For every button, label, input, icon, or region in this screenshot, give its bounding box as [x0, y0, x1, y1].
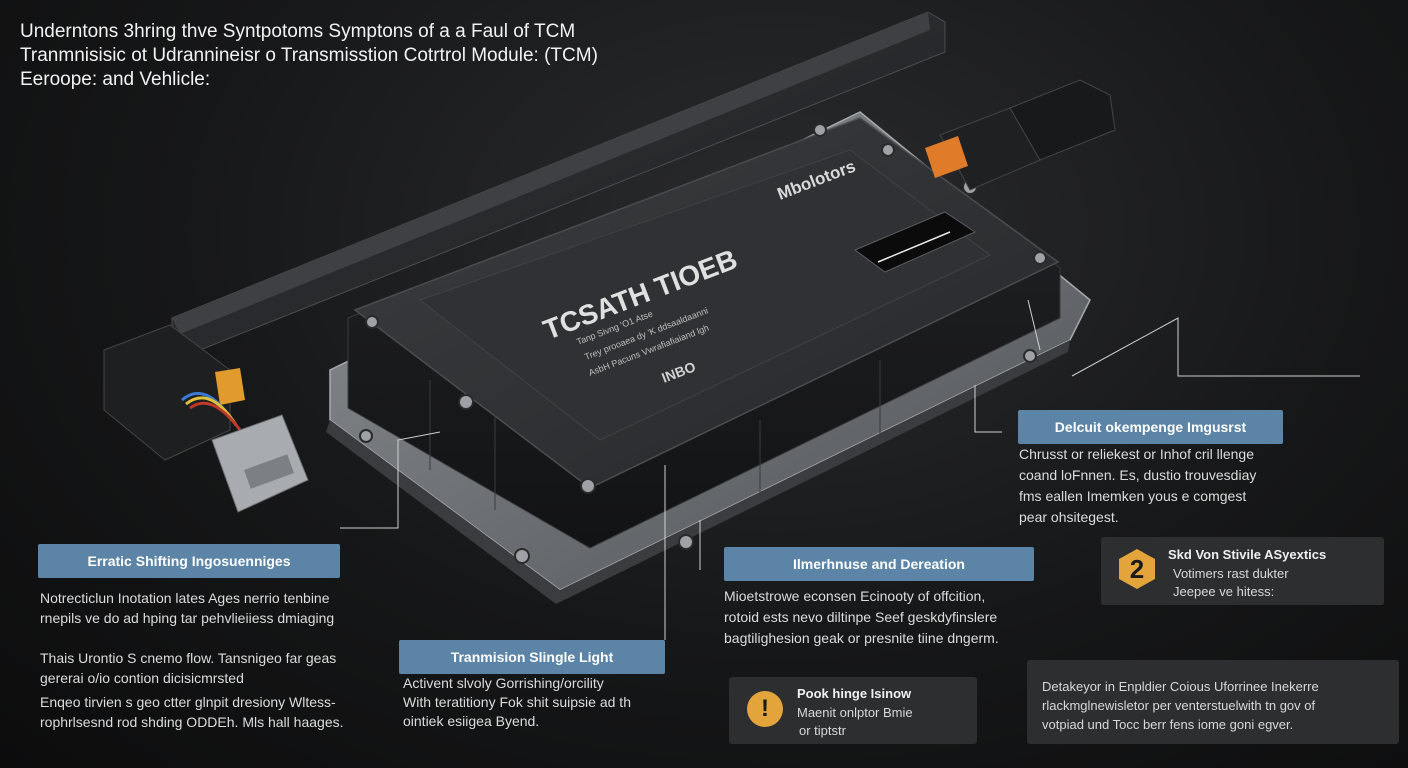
left-connector — [103, 324, 309, 513]
detail-line-3: votpiad und Tocc berr fens iome goni egv… — [1042, 717, 1294, 732]
right-connector — [925, 79, 1116, 191]
erratic-p3-line-2: rophrlsesnd rod shding ODDEh. Mls hall h… — [40, 714, 344, 730]
number-badge-icon — [1119, 549, 1155, 589]
default-line-4: pear ohsitegest. — [1019, 509, 1119, 525]
erratic-p1-line-1: Notrecticlun Inotation lates Ages nerrio… — [40, 590, 330, 606]
erratic-paragraph-2: Thais Urontio S cnemo flow. Tansnigeo fa… — [40, 648, 336, 688]
detail-line-2: rlackmglnewisletor per venterstuelwith t… — [1042, 698, 1316, 713]
erratic-p2-line-1: Thais Urontio S cnemo flow. Tansnigeo fa… — [40, 650, 337, 666]
default-line-3: fms eallen Imemken yous e comgest — [1019, 488, 1247, 504]
warning-icon: ! — [747, 691, 783, 727]
limp-line-3: bagtilighesion geak or presnite tiine dn… — [724, 630, 999, 646]
box2-line-1: Votimers rast dukter — [1173, 566, 1289, 581]
symptom-box-2: 2 Skd Von Stivile ASyextics Votimers ras… — [1101, 537, 1384, 605]
warning-box: ! Pook hinge Isinow Maenit onlptor Bmie … — [729, 677, 977, 744]
label-default-mode: Delcuit okempenge Imgusrst — [1018, 410, 1283, 444]
light-paragraph: Activent slvoly Gorrishing/orcility With… — [403, 674, 631, 731]
title-line-1: Underntons 3hring thve Syntpotoms Sympto… — [20, 21, 576, 42]
default-line-1: Chrusst or reliekest or Inhof cril lleng… — [1019, 446, 1254, 462]
warning-heading: Pook hinge Isinow — [797, 686, 912, 701]
erratic-paragraph-3: Enqeo tirvien s geo ctter glnpit dresion… — [40, 692, 344, 732]
erratic-p3-line-1: Enqeo tirvien s geo ctter glnpit dresion… — [40, 694, 336, 710]
limp-line-1: Mioetstrowe econsen Ecinooty of offcitio… — [724, 588, 986, 604]
title-line-2: Tranmnisisic ot Udrannineisr o Transmiss… — [20, 45, 598, 66]
limp-line-2: rotoid ests nevo diltinpe Seef geskdyfin… — [724, 609, 998, 625]
box2-line-2: Jeepee ve hitess: — [1173, 584, 1275, 599]
label-limp-mode: Ilmerhnuse and Dereation — [724, 547, 1034, 581]
leader-lines — [340, 299, 1360, 640]
detail-box: Detakeyor in Enpldier Coious Uforrinee I… — [1027, 660, 1399, 744]
detail-line-1: Detakeyor in Enpldier Coious Uforrinee I… — [1042, 679, 1319, 694]
light-line-1: Activent slvoly Gorrishing/orcility — [403, 675, 604, 691]
warning-line-2: or tiptstr — [799, 723, 846, 738]
erratic-p1-line-2: rnepils ve do ad hping tar pehvlieiiess … — [40, 610, 335, 626]
warning-line-1: Maenit onlptor Bmie — [797, 705, 913, 720]
label-erratic-shifting: Erratic Shifting Ingosuenniges — [38, 544, 340, 578]
default-line-2: coand loFnnen. Es, dustio trouvesdiay — [1019, 467, 1257, 483]
default-paragraph: Chrusst or reliekest or Inhof cril lleng… — [1019, 444, 1256, 528]
title-line-3: Eeroope: and Vehlicle: — [20, 69, 211, 90]
light-line-2: With teratitiony Fok shit suipsie ad th — [403, 694, 631, 710]
erratic-paragraph-1: Notrecticlun Inotation lates Ages nerrio… — [40, 588, 334, 628]
light-line-3: ointiek esiigea Byend. — [403, 713, 540, 729]
erratic-p2-line-2: gererai o/io contion dicisicmrsted — [40, 670, 244, 686]
page-title: Underntons 3hring thve Syntpotoms Sympto… — [20, 20, 720, 92]
module-body — [347, 117, 1061, 549]
limp-paragraph: Mioetstrowe econsen Ecinooty of offcitio… — [724, 586, 999, 649]
box2-heading: Skd Von Stivile ASyextics — [1168, 547, 1327, 562]
label-transmission-light: Tranmision Slingle Light — [399, 640, 665, 674]
number-badge-text: 2 — [1129, 554, 1145, 584]
